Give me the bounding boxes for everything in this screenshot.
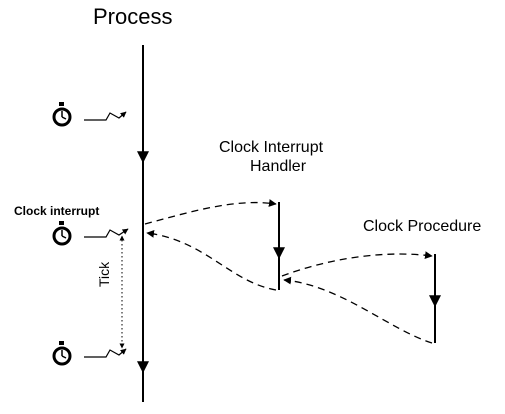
process-label: Process [93, 4, 173, 29]
tick-label: Tick [96, 261, 112, 287]
handler-label-line2: Handler [250, 158, 307, 175]
stopwatch-icon [52, 221, 72, 246]
stopwatch-icon [52, 102, 72, 127]
lightning-arrow-icon [84, 348, 127, 358]
stopwatch-icon [52, 341, 72, 366]
dashed-process-to-handler [144, 199, 277, 225]
dashed-procedure-to-handler [283, 276, 433, 344]
clock-interrupt-label: Clock interrupt [14, 204, 100, 218]
lightning-arrow-icon [84, 111, 127, 121]
procedure-label: Clock Procedure [363, 218, 482, 235]
dashed-handler-to-procedure [281, 251, 433, 277]
handler-label-line1: Clock Interrupt [219, 139, 324, 156]
lightning-arrow-icon [84, 228, 129, 238]
dashed-handler-to-process [146, 229, 277, 291]
